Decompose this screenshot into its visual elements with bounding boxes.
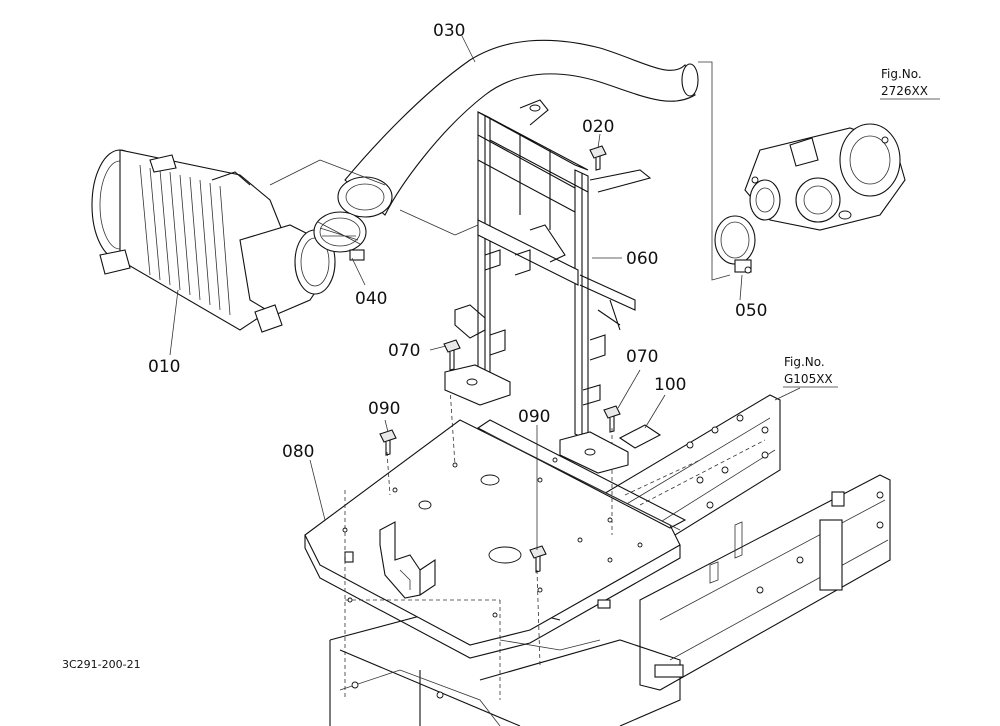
support-stand — [444, 99, 652, 474]
leader-lines — [169, 35, 801, 550]
pad-100 — [618, 424, 662, 449]
base-plate — [304, 387, 687, 700]
callout-040: 040 — [355, 289, 387, 309]
bolt-070-right — [603, 405, 621, 433]
fig-ref-turbo-prefix: Fig.No. — [881, 67, 922, 81]
fig-ref-turbo-number: 2726XX — [881, 84, 928, 98]
drawing-number: 3C291-200-21 — [62, 658, 141, 671]
frame-assembly — [329, 394, 891, 726]
callout-070-left: 070 — [388, 341, 420, 361]
callout-080: 080 — [282, 442, 314, 462]
hose-clamp-040 — [313, 211, 367, 261]
bolt-070-left — [443, 339, 461, 371]
callout-010: 010 — [148, 357, 180, 377]
fig-ref-frame-number: G105XX — [784, 372, 833, 386]
bolt-090-left — [379, 429, 397, 456]
callout-020: 020 — [582, 117, 614, 137]
callout-060: 060 — [626, 249, 658, 269]
callout-100: 100 — [654, 375, 686, 395]
bolt-020 — [589, 145, 607, 171]
bolt-090-middle — [529, 545, 547, 573]
callout-070-right: 070 — [626, 347, 658, 367]
callout-090-middle: 090 — [518, 407, 550, 427]
intake-hose — [337, 39, 699, 218]
callout-030: 030 — [433, 21, 465, 41]
turbocharger — [744, 123, 906, 231]
hose-clamp-050 — [714, 215, 756, 274]
callout-050: 050 — [735, 301, 767, 321]
air-cleaner — [91, 149, 336, 333]
fig-ref-frame-prefix: Fig.No. — [784, 355, 825, 369]
callout-090-left: 090 — [368, 399, 400, 419]
